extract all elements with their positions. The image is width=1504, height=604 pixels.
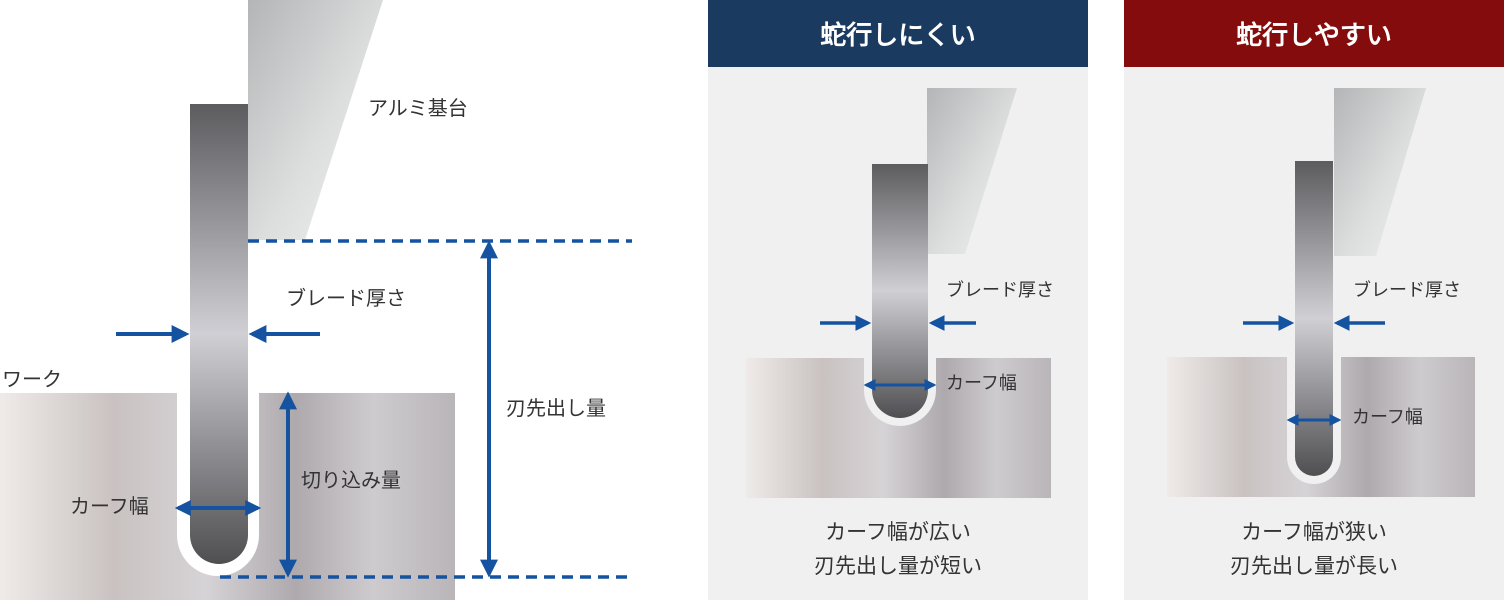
- panel-2-caption-line-1: カーフ幅が狭い: [1241, 520, 1387, 544]
- panel-1-caption-line-1: カーフ幅が広い: [825, 520, 971, 544]
- panel-1-title: 蛇行しにくい: [820, 21, 976, 51]
- panel-2-kerf-label: カーフ幅: [1352, 407, 1423, 428]
- panel-1-work: [746, 358, 1051, 498]
- panel-2-work: [1167, 357, 1475, 497]
- work-label: ワーク: [2, 367, 62, 391]
- panel-2-caption-line-2: 刃先出し量が長い: [1230, 554, 1398, 578]
- panel-2-header: [1124, 0, 1504, 67]
- panel-2-blade-thickness-label: ブレード厚さ: [1353, 280, 1461, 301]
- panel-1-aluminum-base: [927, 88, 1017, 254]
- aluminum-base: [248, 0, 383, 240]
- panel-1-caption: カーフ幅が広い 刃先出し量が短い: [708, 515, 1088, 583]
- exposure-label: 刃先出し量: [506, 396, 606, 420]
- panel-1-caption-line-2: 刃先出し量が短い: [814, 554, 982, 578]
- kerf-width-label: カーフ幅: [70, 494, 149, 518]
- panel-2-blade: [1295, 161, 1333, 476]
- panel-2-title: 蛇行しやすい: [1236, 21, 1392, 51]
- blade-thickness-label: ブレード厚さ: [286, 286, 406, 310]
- panel-1-blade-thickness-label: ブレード厚さ: [946, 280, 1054, 301]
- aluminum-base-label: アルミ基台: [368, 96, 468, 120]
- cut-depth-label: 切り込み量: [301, 468, 401, 492]
- panel-2-aluminum-base: [1334, 88, 1426, 256]
- blade: [190, 104, 248, 564]
- panel-2-caption: カーフ幅が狭い 刃先出し量が長い: [1124, 515, 1504, 583]
- panel-1-header: [708, 0, 1088, 67]
- panel-1-kerf-label: カーフ幅: [946, 373, 1017, 394]
- panel-1-blade: [872, 164, 928, 418]
- work-left: [0, 393, 455, 600]
